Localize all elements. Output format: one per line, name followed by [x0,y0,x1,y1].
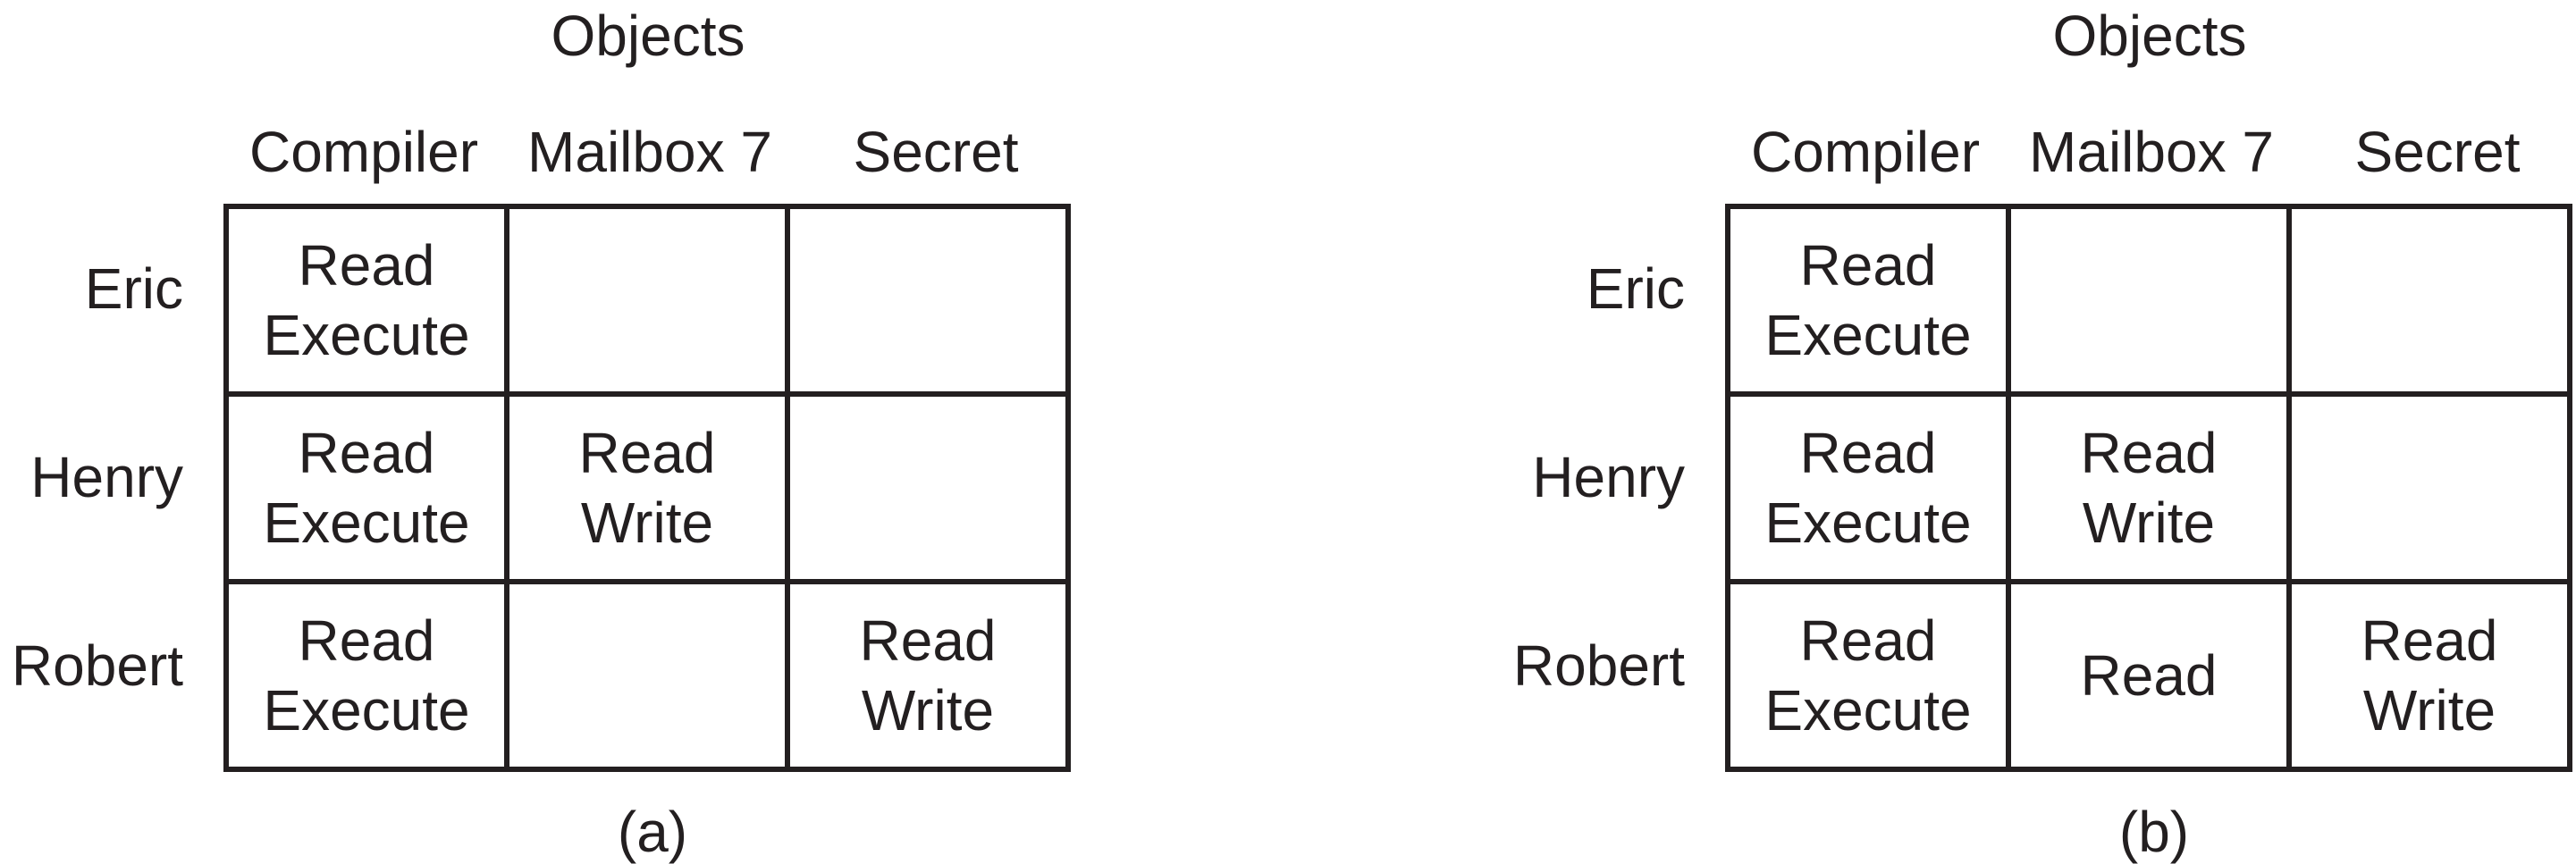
objects-heading: Objects [551,4,745,68]
row-header-eric: Eric [84,256,183,321]
matrix-cell: Read Write [2011,397,2292,584]
panel-caption: (b) [2118,800,2190,864]
right-label: Execute [1764,678,1972,742]
matrix-cell: Read Execute [1730,584,2011,772]
panel-a: Objects Compiler Mailbox 7 Secret Eric H… [0,0,1073,864]
matrix-cell: Read Execute [1730,397,2011,584]
row-header-robert: Robert [11,633,183,698]
matrix-cell: Read Write [2292,584,2572,772]
right-label: Read [1799,421,1937,485]
panel-caption: (a) [617,800,688,864]
right-label: Read [2361,608,2498,673]
column-header-secret: Secret [853,120,1019,184]
matrix-cell [2292,397,2572,584]
matrix-cell [790,209,1071,397]
column-header-compiler: Compiler [1750,120,1981,184]
right-label: Execute [263,678,470,742]
right-label: Read [298,233,435,298]
matrix-cell: Read Execute [229,584,509,772]
column-header-mailbox-7: Mailbox 7 [2029,120,2274,184]
right-label: Read [298,421,435,485]
right-label: Execute [263,491,470,555]
matrix-cell [2292,209,2572,397]
right-label: Write [861,678,995,742]
matrix-cell [509,209,790,397]
right-label: Execute [1764,303,1972,367]
matrix-cell: Read Write [790,584,1071,772]
right-label: Write [2082,491,2216,555]
access-matrix: Read Execute Read Execute Read Write Rea… [223,204,1071,772]
access-matrix: Read Execute Read Execute Read Write Rea… [1725,204,2572,772]
matrix-cell: Read Execute [229,397,509,584]
right-label: Read [859,608,997,673]
objects-heading: Objects [2052,4,2247,68]
matrix-cell [790,397,1071,584]
right-label: Read [578,421,716,485]
matrix-cell: Read [2011,584,2292,772]
row-header-henry: Henry [30,445,183,509]
column-header-secret: Secret [2354,120,2521,184]
row-header-robert: Robert [1512,633,1685,698]
right-label: Write [580,491,714,555]
right-label: Read [298,608,435,673]
matrix-cell: Read Write [509,397,790,584]
right-label: Read [1799,233,1937,298]
right-label: Execute [1764,491,1972,555]
right-label: Write [2362,678,2496,742]
row-header-henry: Henry [1532,445,1685,509]
column-header-compiler: Compiler [248,120,479,184]
matrix-cell [2011,209,2292,397]
right-label: Read [1799,608,1937,673]
right-label: Execute [263,303,470,367]
matrix-cell: Read Execute [1730,209,2011,397]
right-label: Read [2080,643,2218,708]
panel-b: Objects Compiler Mailbox 7 Secret Eric H… [1502,0,2574,864]
column-header-mailbox-7: Mailbox 7 [527,120,772,184]
right-label: Read [2080,421,2218,485]
matrix-cell [509,584,790,772]
row-header-eric: Eric [1586,256,1685,321]
matrix-cell: Read Execute [229,209,509,397]
